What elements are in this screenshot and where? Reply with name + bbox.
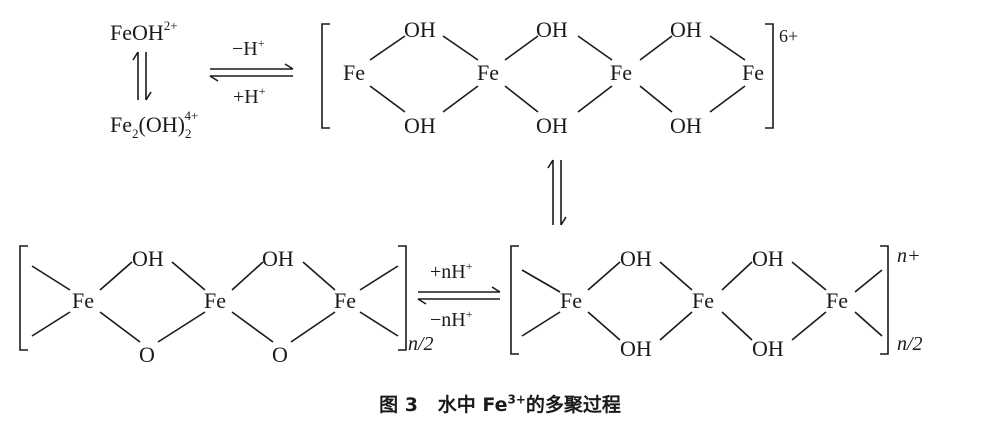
svg-text:−nH+: −nH+ — [430, 307, 473, 331]
fe-atom: Fe — [610, 60, 632, 85]
svg-text:+nH+: +nH+ — [430, 259, 473, 283]
oh-group: OH — [620, 336, 652, 361]
right-bracket — [398, 245, 407, 351]
middle-equilibrium-arrow — [547, 159, 567, 226]
fe-atom: Fe — [343, 60, 365, 85]
figure-caption: 图 3 水中 Fe3+的多聚过程 — [0, 390, 1000, 417]
oh-group: OH — [262, 246, 294, 271]
monomer-species: FeOH2+ — [110, 18, 178, 45]
fe-atom: Fe — [692, 288, 714, 313]
bottom-equilibrium-arrow: +nH+ −nH+ — [417, 259, 501, 331]
right-bracket — [765, 23, 774, 129]
fe-polymerization-diagram: FeOH2+ Fe2(OH)24+ −H+ +H+ — [19, 17, 923, 367]
fe-atom: Fe — [477, 60, 499, 85]
oh-group: OH — [404, 17, 436, 42]
caption-text: 水中 Fe3+的多聚过程 — [437, 392, 621, 416]
oxo-bridge: O — [139, 342, 155, 367]
dimer-species: Fe2(OH)24+ — [110, 108, 198, 141]
oh-group: OH — [752, 246, 784, 271]
svg-text:−H+: −H+ — [232, 36, 265, 60]
oh-group: OH — [620, 246, 652, 271]
repeat-count: n/2 — [408, 333, 434, 355]
tetramer-charge: 6+ — [779, 26, 798, 46]
chain-charge: n+ — [897, 245, 921, 267]
fe-atom: Fe — [742, 60, 764, 85]
right-bracket — [880, 245, 889, 355]
svg-text:+H+: +H+ — [233, 84, 266, 108]
fe-atom: Fe — [334, 288, 356, 313]
left-bracket — [510, 245, 519, 355]
left-bracket — [321, 23, 330, 129]
oh-group: OH — [132, 246, 164, 271]
fe-atom: Fe — [204, 288, 226, 313]
fe-atom: Fe — [826, 288, 848, 313]
oxo-bridged-chain: Fe Fe Fe OH OH O O n/2 — [19, 245, 434, 367]
top-equilibrium-arrow: −H+ +H+ — [209, 36, 294, 108]
oh-group: OH — [404, 113, 436, 138]
hydroxo-bridged-chain: Fe Fe Fe OH OH OH OH n+ n/2 — [510, 245, 923, 361]
oh-group: OH — [670, 17, 702, 42]
figure-number: 图 3 — [379, 394, 418, 416]
repeat-count: n/2 — [897, 333, 923, 355]
oxo-bridge: O — [272, 342, 288, 367]
tetramer-complex: Fe Fe Fe Fe OH OH OH OH OH OH 6+ — [321, 17, 798, 138]
oh-group: OH — [670, 113, 702, 138]
svg-text:Fe2(OH)24+: Fe2(OH)24+ — [110, 108, 198, 141]
fe-atom: Fe — [72, 288, 94, 313]
svg-text:FeOH2+: FeOH2+ — [110, 18, 178, 45]
oh-group: OH — [536, 113, 568, 138]
oh-group: OH — [752, 336, 784, 361]
fe-atom: Fe — [560, 288, 582, 313]
vertical-equilibrium-arrow — [132, 51, 152, 101]
left-bracket — [19, 245, 28, 351]
oh-group: OH — [536, 17, 568, 42]
